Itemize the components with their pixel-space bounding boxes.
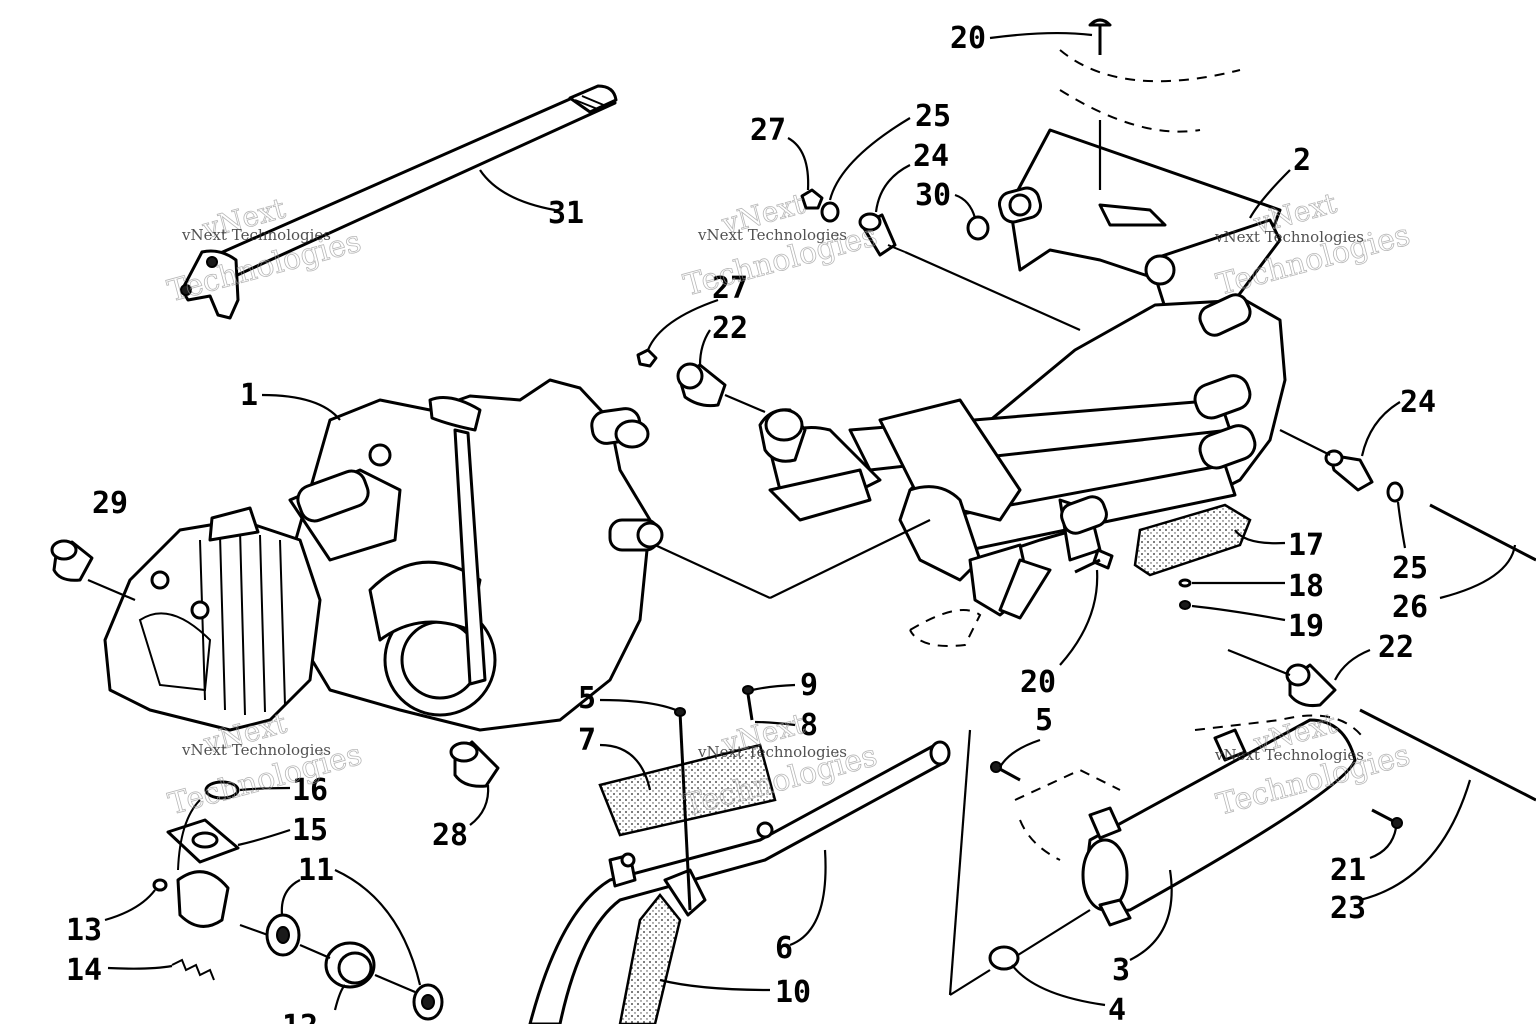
callout-9: 9 [800,668,818,703]
bushing-24-upper-part [858,212,906,257]
callout-7: 7 [578,723,596,758]
callout-labels: 20 27 25 24 30 2 31 27 22 1 24 29 17 25 … [66,21,1436,1024]
callout-leaders [104,31,1517,1011]
callout-25-right: 25 [1392,551,1428,586]
bushing-frame-left-part [758,408,807,463]
washer-30-part [966,215,990,241]
flange-15-part [166,818,240,864]
washer-25-upper-part [820,201,840,223]
washer-18-part [1178,578,1192,588]
screw-19-part [1179,600,1191,610]
bolt-5-left-part [674,707,692,911]
callout-5-right: 5 [1035,703,1053,738]
callout-25-top: 25 [915,99,951,134]
watermark-line-1: vNext Technologies [181,226,331,244]
nut-13-part [152,878,168,892]
callout-26: 26 [1392,590,1428,625]
gasket-8-part [412,983,444,1021]
callout-23: 23 [1330,891,1366,926]
bolt-26-part [1429,503,1536,562]
callout-17: 17 [1288,528,1324,563]
callout-29: 29 [92,486,128,521]
shield-plate-17-part [1133,503,1252,577]
callout-24-right: 24 [1400,385,1436,420]
callout-31: 31 [548,196,584,231]
bolt-20-upper-part [1088,18,1112,55]
callout-5-left: 5 [578,681,596,716]
bolt-20-lower-part [1074,548,1114,574]
watermark-line-4: vNext Technologies [181,741,331,759]
assembly-lines [87,120,1331,996]
screw-9-part [742,685,754,721]
gasket-11-part [265,913,301,957]
callout-21: 21 [1330,853,1366,888]
nut-27-left-part [636,348,658,368]
bolt-5-right-part [990,761,1021,782]
exhaust-flange-part [176,799,230,928]
watermark-line-6: vNext Technologies [1214,746,1364,764]
callout-16: 16 [292,773,328,808]
callout-27-left: 27 [712,271,748,306]
bushing-22-lower-part [1285,663,1337,707]
callout-28: 28 [432,818,468,853]
gasket-16-part [204,780,240,800]
frame-assembly-part [768,293,1287,620]
drive-shaft-part [180,84,618,320]
bolt-23-part [1359,708,1536,802]
spacer-29-part [50,539,94,582]
bushing-22-left-part [676,362,727,408]
callout-1: 1 [240,378,258,413]
spring-14-part [171,958,215,981]
exhaust-clamp-4-part [988,945,1020,971]
callout-19: 19 [1288,609,1324,644]
callout-6: 6 [775,931,793,966]
exhaust-pipe-part [528,740,951,1024]
callout-15: 15 [292,813,328,848]
engine-assembly-part [103,378,664,732]
callout-2: 2 [1293,143,1311,178]
callout-24-top: 24 [913,139,949,174]
muffler-part [1081,718,1357,927]
callout-27-top: 27 [750,113,786,148]
washer-25-right-part [1386,481,1404,503]
watermark-line-5: vNext Technologies [697,743,847,761]
callout-11: 11 [298,853,334,888]
callout-30: 30 [915,178,951,213]
callout-13: 13 [66,913,102,948]
callout-3: 3 [1112,953,1130,988]
callout-18: 18 [1288,569,1324,604]
watermark-line-3: vNext Technologies [1214,228,1364,246]
shield-10-part [618,892,682,1024]
bolt-21-part [1371,808,1403,829]
ghost-outlines [909,49,1366,861]
bushing-24-right-part [1324,449,1374,492]
watermark-line-2: vNext Technologies [697,226,847,244]
callout-14: 14 [66,953,102,988]
nut-27-upper-part [800,188,824,210]
callout-10: 10 [775,975,811,1010]
callout-20-lower: 20 [1020,665,1056,700]
callout-22-left: 22 [712,311,748,346]
callout-8-upper: 8 [800,708,818,743]
callout-4: 4 [1108,993,1126,1024]
heat-shield-7-part [598,743,777,839]
spacer-28-part [449,740,500,788]
callout-22-right: 22 [1378,630,1414,665]
callout-20-top: 20 [950,21,986,56]
callout-12: 12 [282,1009,318,1024]
seal-12-part [324,941,376,989]
